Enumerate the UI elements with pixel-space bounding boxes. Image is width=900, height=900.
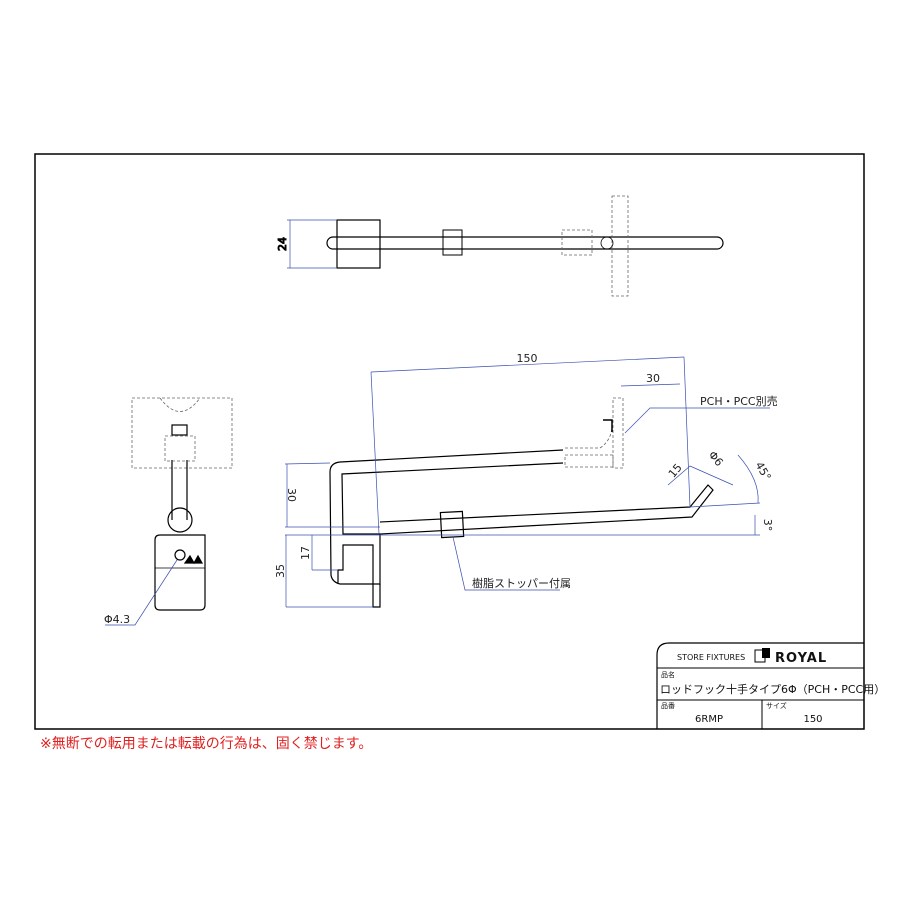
hole [174, 549, 186, 561]
brand-name: ROYAL [775, 651, 827, 666]
dim-offset: 30 [646, 372, 660, 385]
rod-front [171, 460, 188, 520]
title-block: STORE FIXTURES ROYAL 品名 ロッドフック十手タイプ6Φ（PC… [656, 642, 885, 729]
pch-part-top [561, 195, 629, 297]
size-label: サイズ [766, 701, 787, 710]
rod-ring [167, 507, 193, 533]
dim-tip-angle: 45° [753, 460, 774, 483]
rod-cap [171, 424, 188, 436]
dimension-lines [284, 356, 770, 608]
royal-logo-icon [762, 648, 770, 658]
name-label: 品名 [661, 670, 675, 679]
pch-part-side [564, 397, 624, 469]
dim-hole: Φ4.3 [104, 613, 130, 626]
hook-outline [329, 449, 714, 585]
part-no-value: 6RMP [695, 714, 723, 725]
stopper-top [442, 229, 463, 256]
hook-inner [341, 462, 564, 535]
dim-diameter: Φ6 [706, 449, 726, 469]
pch-lip [603, 419, 613, 432]
company-label: STORE FIXTURES [677, 653, 745, 662]
dim-length: 150 [517, 352, 538, 365]
dim-slope-angle: 3° [761, 519, 774, 532]
top-view: 24 [276, 195, 724, 297]
part-no-label: 品番 [661, 702, 675, 710]
hook-down [337, 544, 381, 608]
dim-width: 24 [276, 237, 289, 251]
dim-hook-inner: 17 [299, 546, 312, 560]
pch-part-front [131, 397, 233, 469]
name-value: ロッドフック十手タイプ6Φ（PCH・PCC用） [660, 682, 885, 696]
note-sold-separately: PCH・PCC別売 [700, 395, 778, 408]
size-value: 150 [803, 714, 822, 725]
side-view: 150 30 30 17 35 15 Φ6 45° 3° PCH・PCC別売 樹… [274, 352, 778, 608]
note-stopper: 樹脂ストッパー付属 [472, 576, 571, 590]
logo-mark-icon [183, 554, 204, 565]
rod-top [326, 236, 724, 250]
dim-hook-total: 35 [274, 564, 287, 578]
copyright-warning: ※無断での転用または転載の行為は、固く禁じます。 [40, 736, 373, 752]
dim-height: 30 [285, 488, 298, 502]
dim-tip-length: 15 [666, 461, 685, 480]
hook-block [336, 219, 381, 269]
front-view: Φ4.3 [104, 397, 233, 626]
drawing-border [34, 153, 865, 730]
resin-stopper [439, 510, 465, 539]
tag-plate [154, 534, 206, 611]
